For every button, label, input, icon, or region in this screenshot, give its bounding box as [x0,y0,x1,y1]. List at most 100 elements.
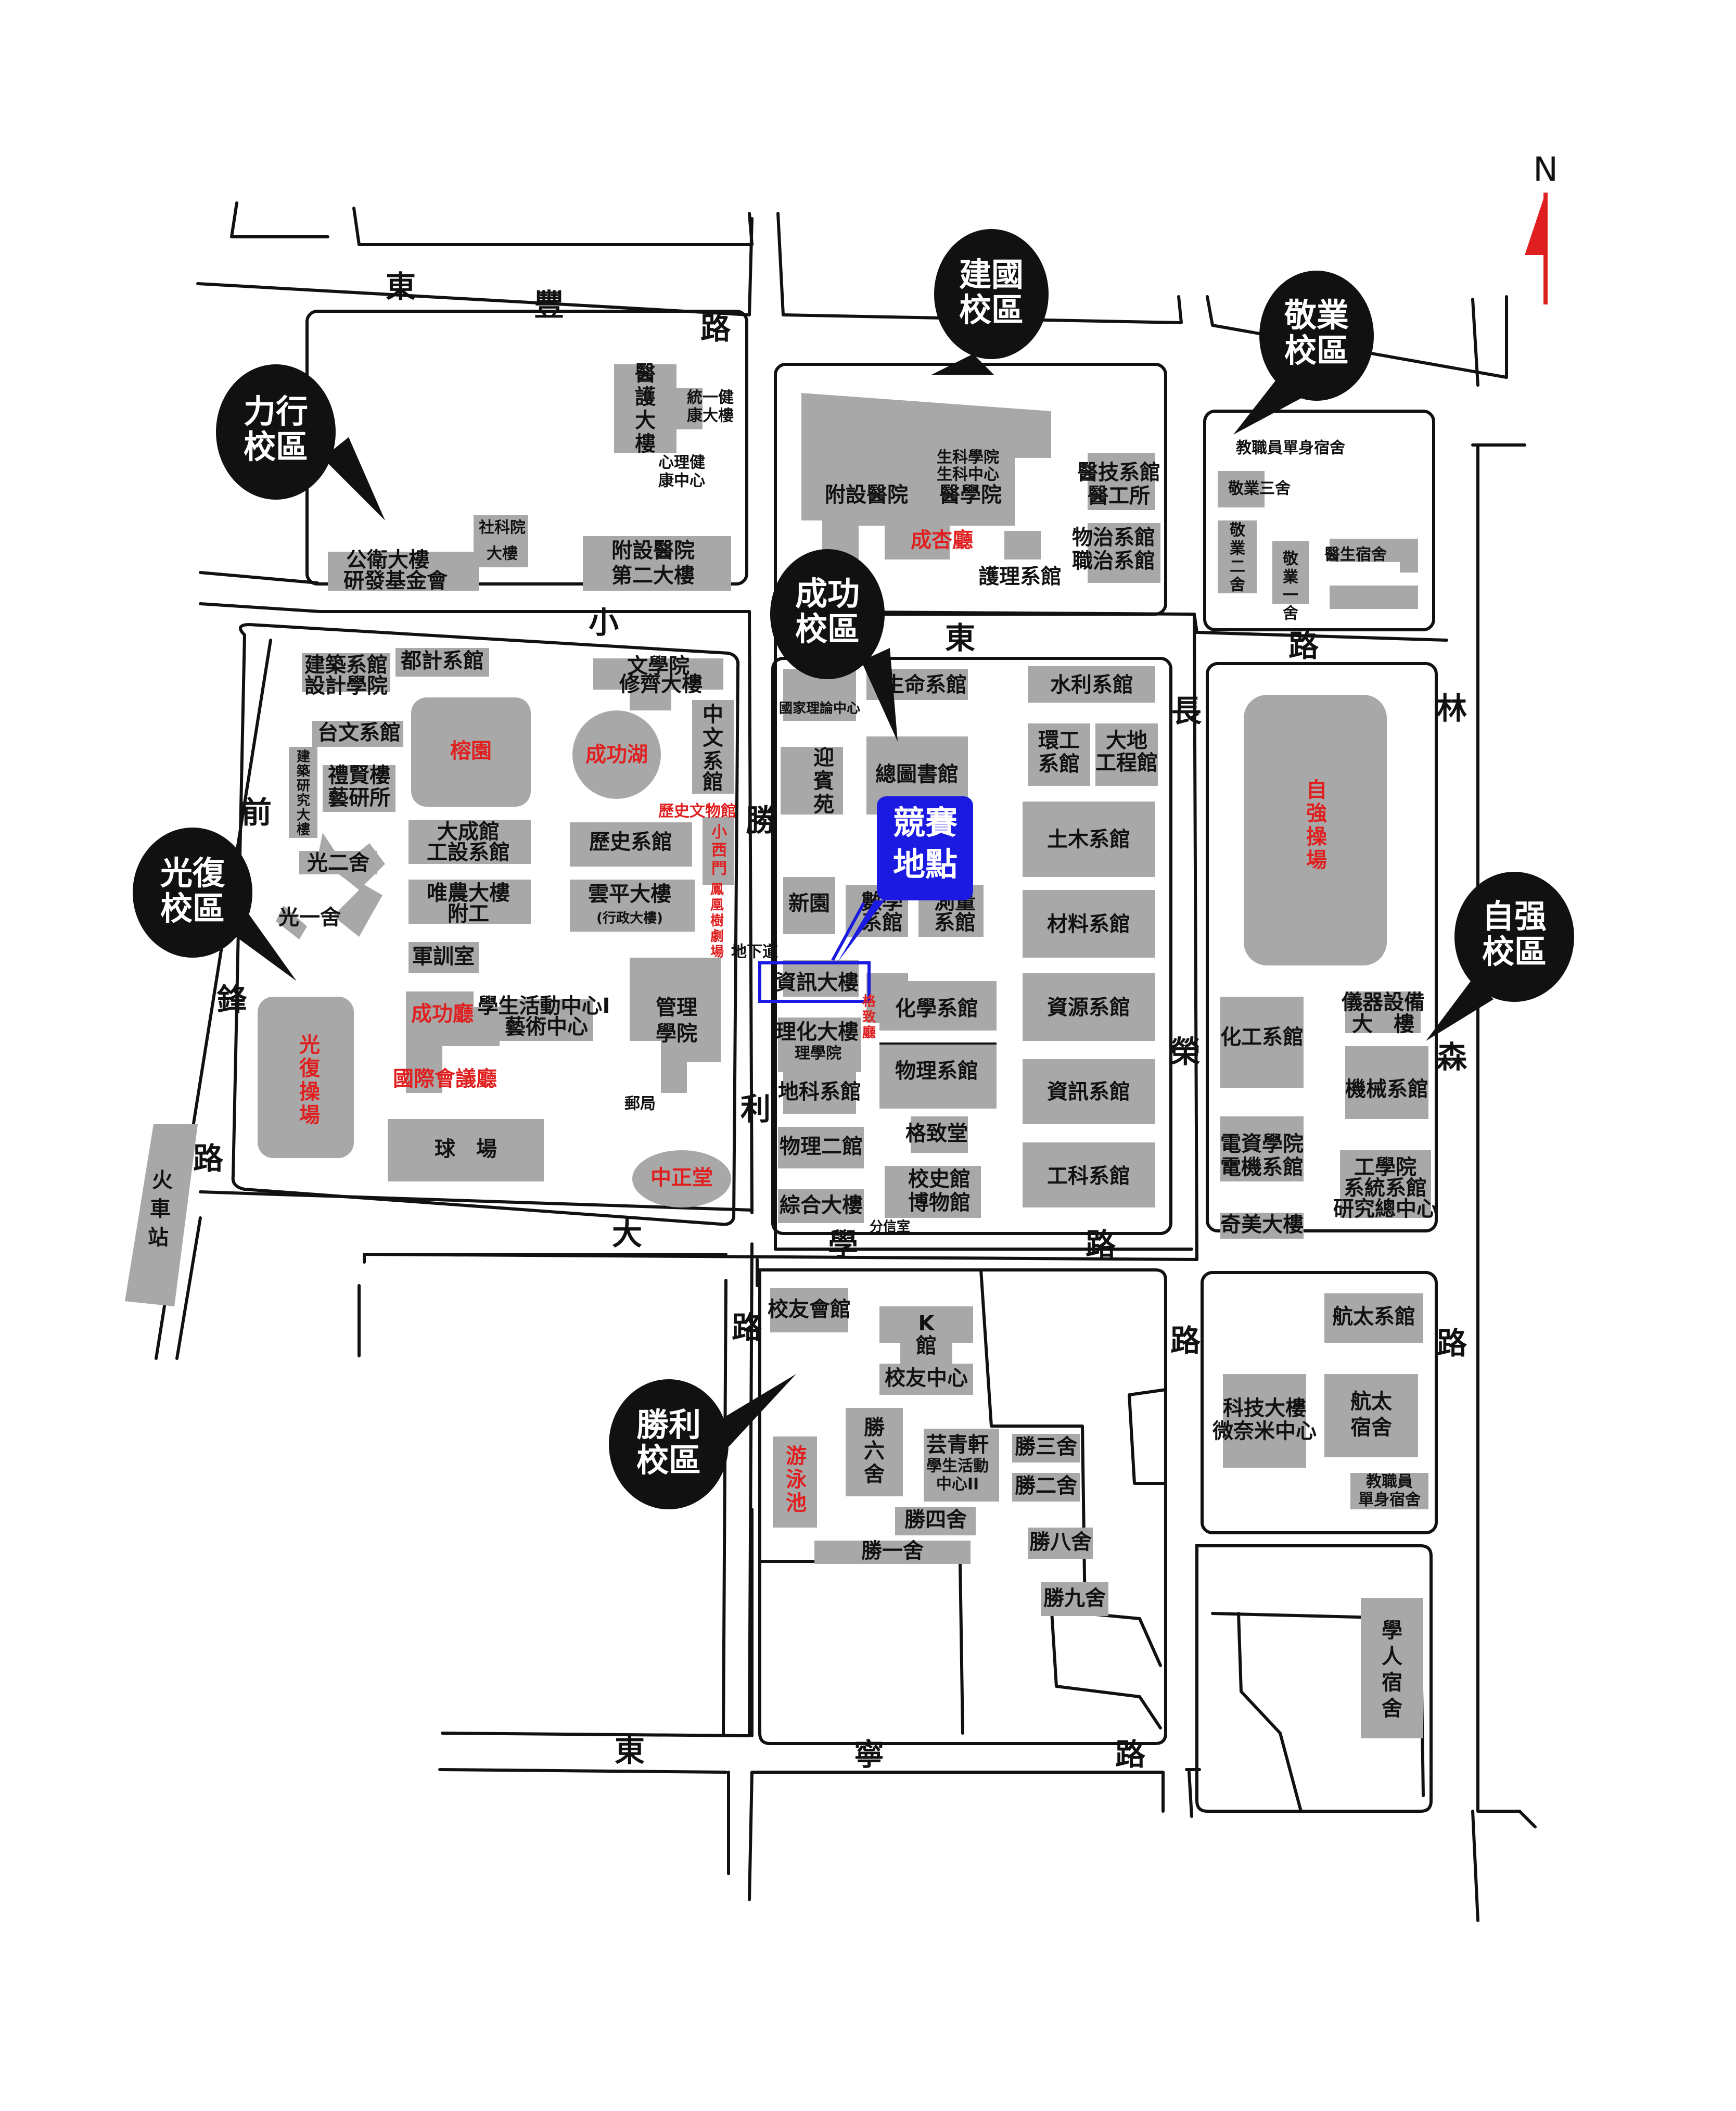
shengli-char-2: 利 [741,1091,771,1127]
qianfeng-char-1: 前 [241,795,272,830]
student1-label-2: 藝術中心 [505,1015,588,1039]
court-label: 球 場 [435,1137,497,1161]
jy2-char-3: 二 [1230,558,1245,576]
xiaodong-char-2: 東 [945,620,975,656]
cghall-label: 成功廳 [411,1002,474,1026]
xiaodong-char-1: 小 [589,605,619,640]
chinese-char-2: 文 [703,726,723,750]
jy1-char-1: 敬 [1282,550,1299,568]
xinli-label-2: 康中心 [658,472,705,490]
scholar-char-2: 人 [1382,1645,1402,1669]
archinst-char-3: 研 [297,779,310,794]
ee-label-2: 電機系館 [1220,1155,1304,1179]
gongwei-label-1: 公衛大樓 [346,548,429,572]
staffdorm-label-2: 單身宿舍 [1358,1491,1421,1509]
callout-chenggong: 成功 校區 [770,549,898,742]
callout-guangfu: 光復 校區 [133,828,297,981]
road-labels: 東 豐 路 小 東 路 長 榮 路 林 森 路 前 鋒 路 勝 利 路 大 學 … [193,269,1467,1772]
yingbin-char-2: 賓 [813,769,834,793]
physics-label: 物理系館 [895,1059,978,1083]
mech-label: 機械系館 [1345,1077,1428,1101]
hospital-label: 附設醫院 [825,483,908,507]
eng-label: 工科系館 [1047,1164,1130,1188]
venue-pointer [838,900,885,962]
xiaoxi-char-2: 西 [711,842,727,860]
dacheng-label-1: 大成館 [437,820,500,844]
phoenix-char-5: 場 [710,945,724,960]
xiaoxi-char-1: 小 [711,823,727,842]
yihu-char-3: 大 [635,409,656,433]
history-mus-label-2: 博物館 [908,1191,971,1215]
archinst-char-5: 大 [297,808,310,823]
survey-label-2: 系館 [934,911,976,935]
chenggong-callout-line-2: 校區 [795,610,860,648]
s1-label: 勝一舍 [861,1539,924,1563]
ziqiang-block-south [1201,1271,1438,1534]
gf-field-char-3: 操 [299,1080,320,1104]
ziqiang-callout-line-2: 校區 [1482,933,1547,971]
daxue-char-3: 路 [1086,1227,1116,1262]
instrument-label-2: 大 樓 [1352,1012,1414,1036]
medicine-label: 醫學院 [939,483,1002,507]
shengli-callout-line-1: 勝利 [636,1406,701,1444]
s8-label: 勝八舍 [1029,1530,1092,1554]
water-label: 水利系館 [1050,673,1133,697]
callout-jianguo: 建國 校區 [931,229,1049,375]
lixing-buildings: 醫 護 大 樓 統一健 康大樓 心理健 康中心 社科院 大樓 公衛大樓 研發基金… [328,362,734,593]
library-label: 總圖書館 [875,762,959,786]
liberal-label-1: 文學院 [627,654,690,678]
changrong-char-1: 長 [1171,693,1202,729]
s9-label: 勝九舍 [1043,1586,1106,1610]
student2-label-1: 芸青軒 [926,1433,989,1457]
station-char-1: 火 [152,1168,173,1192]
fushe2-label-2: 第二大樓 [611,564,695,588]
ziqiang-callout-line-1: 自强 [1482,897,1547,935]
aerodorm-label-1: 航太 [1350,1390,1392,1414]
management-label-1: 管理 [656,996,697,1020]
liberal-label-2: 修齊大樓 [619,672,703,696]
shengli-block [758,1268,1167,1745]
jingye-staff-label: 教職員單身宿舍 [1236,439,1345,457]
jy2-char-1: 敬 [1229,522,1246,540]
jy1-char-2: 業 [1283,568,1298,587]
lixing-callout-line-2: 校區 [244,428,308,466]
jy2-char-2: 業 [1230,540,1245,558]
venue-box[interactable] [877,796,973,900]
jingye-callout-line-1: 敬業 [1284,296,1349,334]
venue-label-2: 地點 [893,845,958,883]
lake-label: 成功湖 [585,743,648,767]
s2-label: 勝二舍 [1015,1474,1077,1498]
weinong-label-1: 唯農大樓 [427,881,510,905]
civil-label: 土木系館 [1047,828,1130,851]
yihu-char-1: 醫 [635,362,656,386]
arch-label-1: 建築系館 [304,653,388,677]
guangfu-block [231,622,740,1226]
admin-label: (行政大樓) [596,910,663,926]
chinese-char-3: 系 [703,749,723,773]
engcollege-label-3: 研究總中心 [1333,1197,1437,1221]
dongfeng-char-2: 豐 [534,287,564,323]
phoenix-char-1: 鳳 [710,882,724,898]
materials-label: 材料系館 [1047,912,1130,936]
yihu-char-4: 樓 [635,432,656,456]
archinst-char-1: 建 [297,749,310,765]
venue-marker[interactable]: 競賽 地點 [831,796,973,962]
lixian-label-2: 藝研所 [328,786,390,810]
geo-label: 地科系館 [778,1080,861,1104]
zhongzheng-label: 中正堂 [650,1166,713,1190]
phoenix-char-3: 樹 [710,913,724,929]
env-label-1: 環工 [1038,729,1080,753]
lifesci-label-1: 生科學院 [937,449,999,467]
earth-label-2: 工程館 [1095,751,1158,775]
jianguo-callout-line-1: 建國 [959,256,1024,294]
callout-jingye: 敬業 校區 [1233,271,1374,435]
lifesci-label-2: 生科中心 [937,466,999,484]
medtech-label-2: 醫工所 [1088,484,1150,508]
north-arrow-head [1525,193,1546,255]
military-label: 軍訓室 [412,945,475,969]
k-label-2: 館 [916,1334,937,1358]
env-label-2: 系館 [1038,752,1080,776]
chinese-char-4: 館 [703,770,723,794]
venue-label-1: 競賽 [893,804,958,842]
